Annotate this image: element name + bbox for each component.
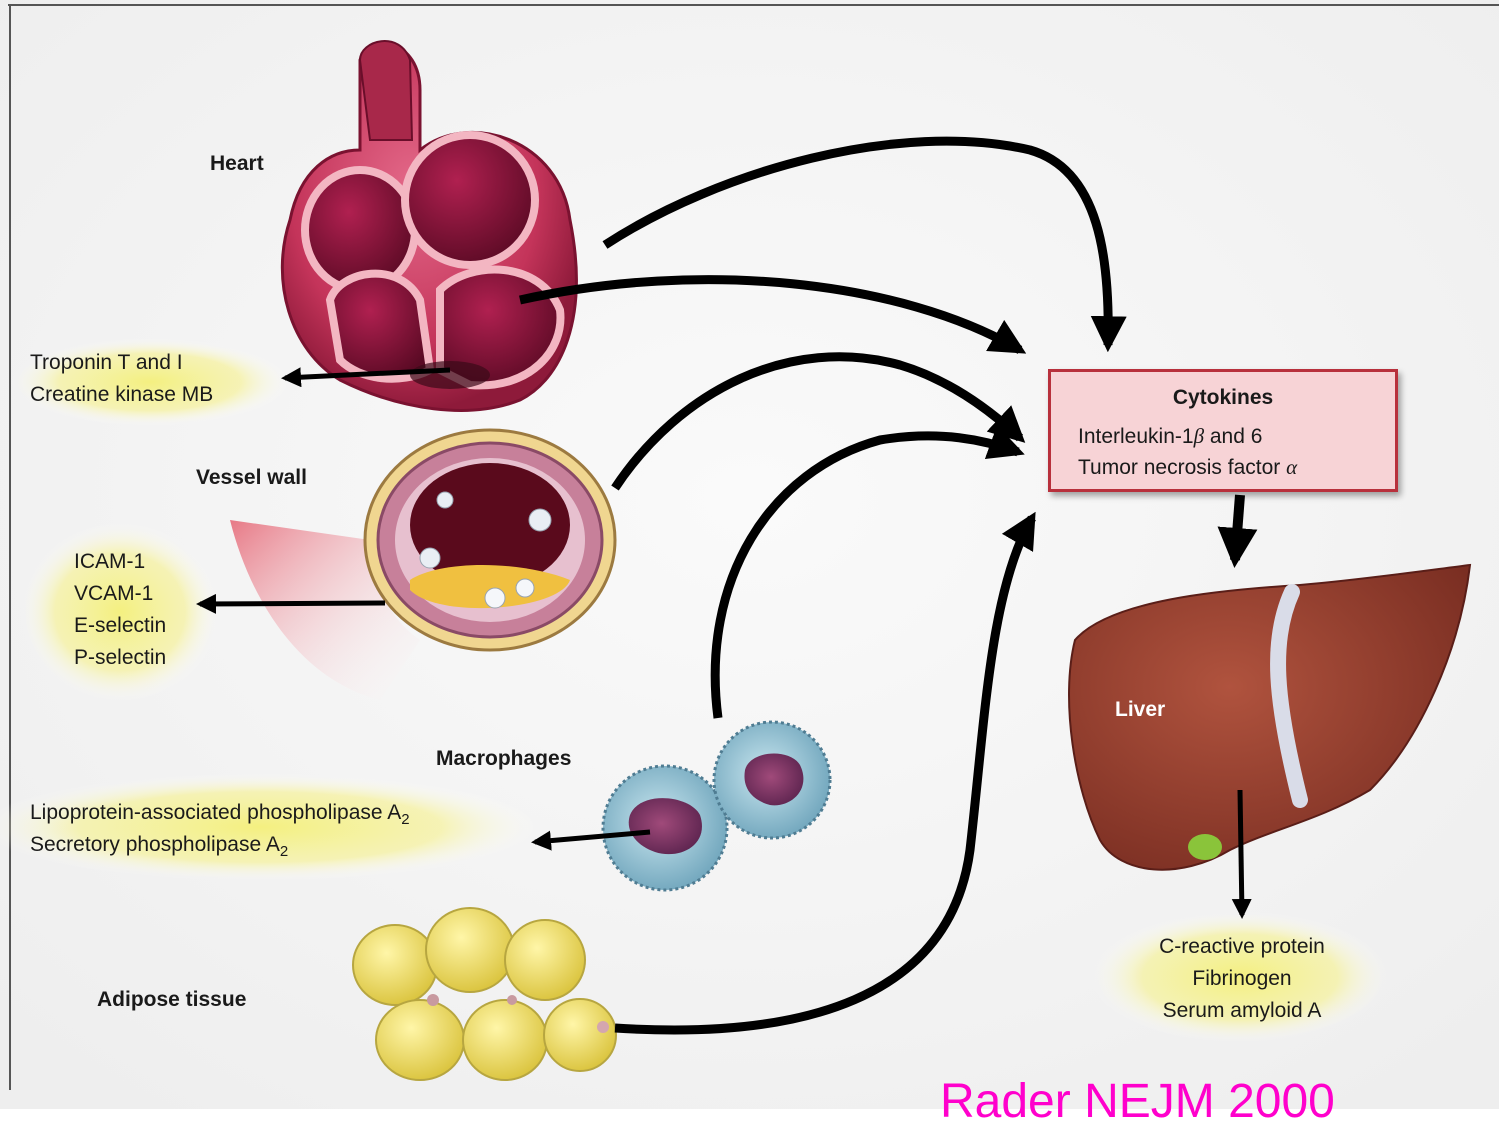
arrow-cytokines-to-liver xyxy=(1235,495,1240,560)
tnf-prefix: Tumor necrosis factor xyxy=(1078,456,1286,479)
macrophages-label: Macrophages xyxy=(436,743,571,775)
citation-text: Rader NEJM 2000 xyxy=(940,1078,1335,1126)
liver-marker-crp: C-reactive protein xyxy=(1112,931,1372,963)
heart-marker-troponin: Troponin T and I xyxy=(30,347,183,379)
cytokines-interleukin: Interleukin-1β and 6 xyxy=(1078,420,1262,453)
interleukin-suffix: and 6 xyxy=(1204,425,1262,448)
cytokines-title: Cytokines xyxy=(1048,382,1398,414)
vessel-marker-e-selectin: E-selectin xyxy=(74,610,166,642)
lppla2-text: Lipoprotein-associated phospholipase A xyxy=(30,801,401,824)
spla2-subscript: 2 xyxy=(280,843,288,860)
alpha-symbol: α xyxy=(1286,455,1297,479)
vessel-marker-p-selectin: P-selectin xyxy=(74,642,166,674)
liver-marker-saa: Serum amyloid A xyxy=(1112,995,1372,1027)
vessel-wall-label: Vessel wall xyxy=(196,462,307,494)
liver-marker-fibrinogen: Fibrinogen xyxy=(1112,963,1372,995)
heart-marker-ckmb: Creatine kinase MB xyxy=(30,379,213,411)
interleukin-prefix: Interleukin-1 xyxy=(1078,425,1194,448)
lppla2-subscript: 2 xyxy=(401,811,409,828)
arrow-liver-to-markers xyxy=(1240,790,1242,915)
liver-label: Liver xyxy=(1115,694,1165,726)
spla2-text: Secretory phospholipase A xyxy=(30,833,280,856)
adipose-tissue-label: Adipose tissue xyxy=(97,984,246,1016)
arrow-vessel-to-markers xyxy=(200,603,385,604)
heart-label: Heart xyxy=(210,148,264,180)
vessel-marker-icam: ICAM-1 xyxy=(74,546,145,578)
beta-symbol: β xyxy=(1194,424,1204,448)
vessel-marker-vcam: VCAM-1 xyxy=(74,578,153,610)
cytokines-tnf: Tumor necrosis factor α xyxy=(1078,451,1297,484)
macrophage-marker-spla2: Secretory phospholipase A2 xyxy=(30,829,288,868)
